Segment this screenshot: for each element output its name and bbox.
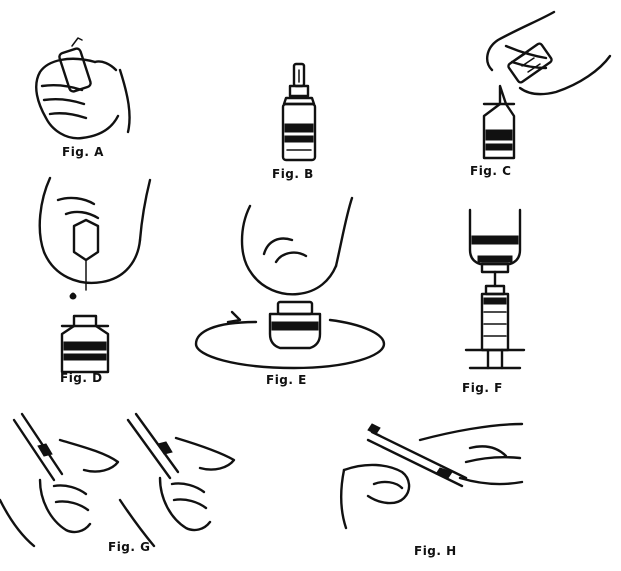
fig-c-hand-opening-bottle bbox=[484, 12, 610, 158]
fig-e-caption: Fig. E bbox=[266, 373, 307, 387]
fig-b-vial-with-cap bbox=[283, 64, 315, 160]
fig-a-caption: Fig. A bbox=[62, 145, 104, 159]
fig-b-caption: Fig. B bbox=[272, 167, 314, 181]
fig-d-hand-inverting-vial bbox=[40, 178, 150, 372]
fig-h-caption: Fig. H bbox=[414, 544, 457, 558]
fig-d-caption: Fig. D bbox=[60, 371, 103, 385]
fig-c-caption: Fig. C bbox=[470, 164, 511, 178]
fig-e-swirling-vial bbox=[196, 198, 384, 368]
fig-g-caption: Fig. G bbox=[108, 540, 151, 554]
fig-a-hand-holding-vial bbox=[36, 38, 129, 138]
fig-f-syringe-in-inverted-vial bbox=[466, 210, 524, 368]
fig-f-caption: Fig. F bbox=[462, 381, 503, 395]
fig-g-holding-syringe bbox=[0, 414, 234, 546]
fig-h-hand-with-syringe bbox=[341, 424, 522, 528]
